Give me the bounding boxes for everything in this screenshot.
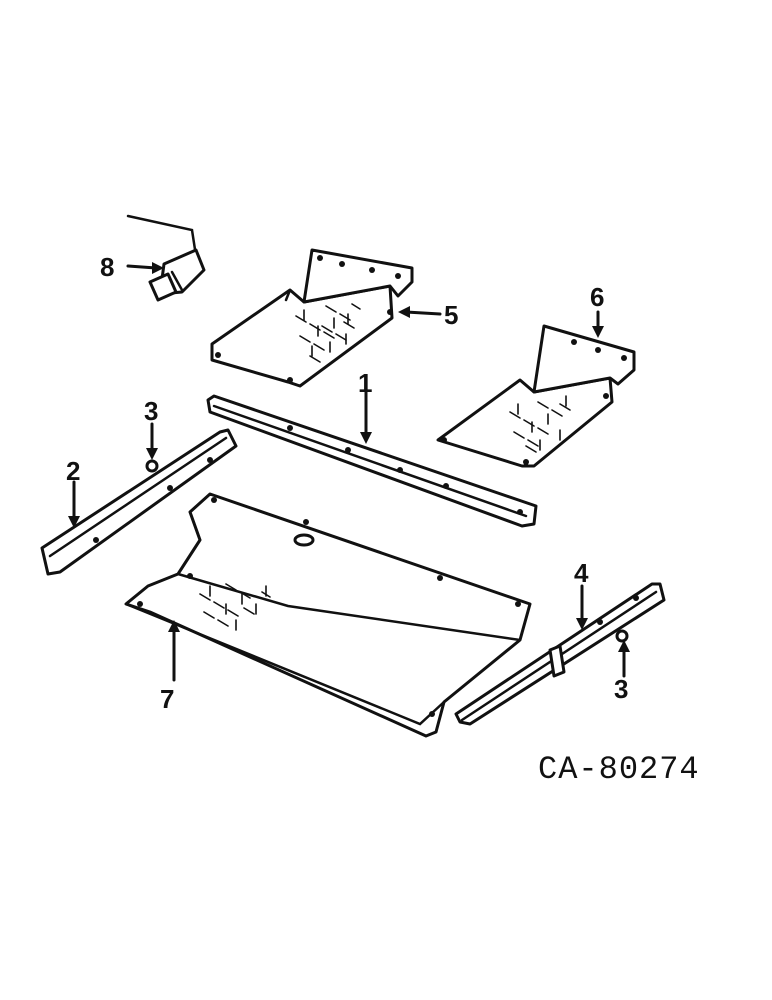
leader-lines (68, 262, 630, 682)
part-1-center-support (206, 394, 538, 528)
callout-2: 2 (66, 456, 80, 486)
part-2-left-rail (40, 428, 238, 576)
part-7-main-floor-plate (124, 492, 532, 738)
tread-pattern-5 (295, 303, 361, 363)
tread-pattern-6 (509, 395, 571, 453)
callout-labels: 1 2 3 3 4 5 6 7 8 (66, 252, 628, 714)
part-3-bolt-left (145, 459, 159, 473)
part-5-floor-plate (210, 248, 414, 388)
callout-3-left: 3 (144, 396, 158, 426)
callout-1: 1 (358, 368, 372, 398)
part-3-bolt-right (615, 629, 629, 643)
drawing-number: CA-80274 (538, 751, 700, 788)
part-8-crank-handle (126, 214, 206, 302)
callout-5: 5 (444, 300, 458, 330)
callout-3-right: 3 (614, 674, 628, 704)
callout-7: 7 (160, 684, 174, 714)
callout-4: 4 (574, 558, 589, 588)
tread-pattern-7 (199, 583, 271, 631)
part-4-right-rail (454, 582, 666, 726)
callout-8: 8 (100, 252, 114, 282)
part-6-floor-plate (436, 324, 636, 468)
callout-6: 6 (590, 282, 604, 312)
